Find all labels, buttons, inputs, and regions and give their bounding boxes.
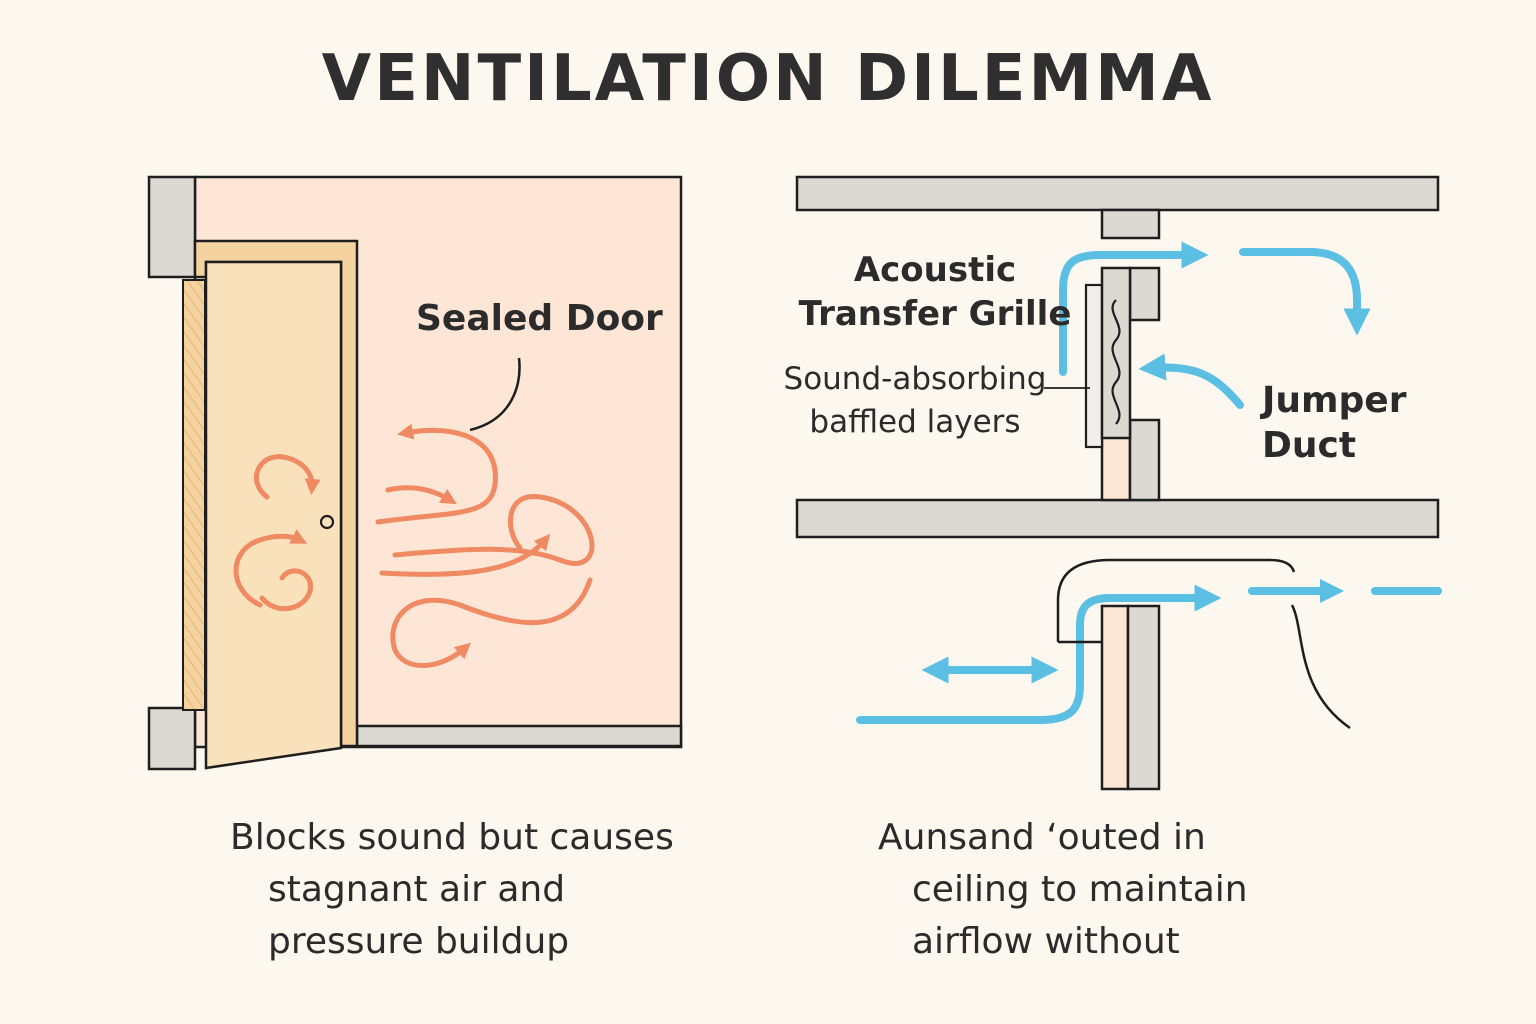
swirl-arrow-1 [254, 454, 321, 500]
room-arrow-1 [375, 423, 498, 525]
grille-body [1100, 266, 1132, 440]
page-title: VENTILATION DILEMMA [321, 42, 1215, 116]
baffle-label-line-1: Sound-absorbing [783, 361, 1047, 397]
baffle-layers-label: Sound-absorbing baffled layers [760, 358, 1070, 444]
left-caption: Blocks sound but causes stagnant air and… [230, 812, 674, 968]
lower-wall-right [1126, 604, 1161, 791]
left-caption-line-3: pressure buildup [268, 921, 570, 962]
ceiling-duct-flow [856, 584, 1222, 724]
sealed-door-room [147, 175, 683, 771]
sealed-door-label: Sealed Door [416, 298, 663, 339]
wall-block-top [147, 175, 197, 279]
wall-stub-top [1100, 208, 1161, 240]
airflow-arrows [856, 241, 1442, 724]
grille-airflow-up [1059, 241, 1209, 376]
sealed-door-leader [469, 357, 521, 432]
room-arrow-5 [390, 577, 593, 668]
jumper-airflow-down [1239, 248, 1371, 336]
acoustic-transfer-grille [1084, 266, 1132, 449]
stagnant-air-arrows [233, 423, 595, 668]
swirl-arrow-3 [259, 568, 313, 612]
jumper-duct-outline [1056, 558, 1296, 642]
door-handle [319, 514, 335, 530]
acoustic-grille-label: Acoustic Transfer Grille [760, 248, 1110, 336]
ceiling-slab-middle [795, 498, 1440, 539]
wall-block-bottom [147, 706, 197, 771]
floor-strip [355, 724, 683, 748]
room-arrow-3 [379, 533, 551, 577]
right-caption-line-3: airflow without [912, 921, 1180, 962]
partition-upper-right [1128, 266, 1161, 322]
left-caption-line-2: stagnant air and [268, 869, 566, 910]
ceiling-slab-top [795, 175, 1440, 212]
room-arrow-2 [385, 485, 457, 505]
swirl-arrow-2 [233, 529, 308, 608]
duct-outlines [1056, 558, 1351, 730]
door-leaf [204, 260, 343, 770]
grille-label-line-1: Acoustic [853, 250, 1017, 290]
door-jamb [182, 279, 206, 711]
jumper-duct-curve [1290, 604, 1351, 730]
room-arrow-4 [392, 494, 595, 566]
jumper-label-line-2: Duct [1262, 425, 1357, 466]
grille-baffle-wave [1111, 299, 1121, 425]
baffle-label-line-2: baffled layers [809, 404, 1021, 440]
jumper-airflow-in [1138, 353, 1244, 409]
jumper-duct-label: Jumper Duct [1262, 378, 1406, 468]
left-caption-line-1: Blocks sound but causes [230, 817, 674, 858]
right-caption: Aunsand ʻouted in ceiling to maintain ai… [878, 812, 1248, 968]
right-caption-line-1: Aunsand ʻouted in [878, 817, 1206, 858]
right-caption-line-2: ceiling to maintain [912, 869, 1248, 910]
jumper-label-line-1: Jumper [1262, 380, 1407, 421]
grille-label-line-2: Transfer Grille [798, 294, 1072, 334]
partition-lower-right [1128, 418, 1161, 502]
lower-wall-left [1100, 604, 1130, 791]
